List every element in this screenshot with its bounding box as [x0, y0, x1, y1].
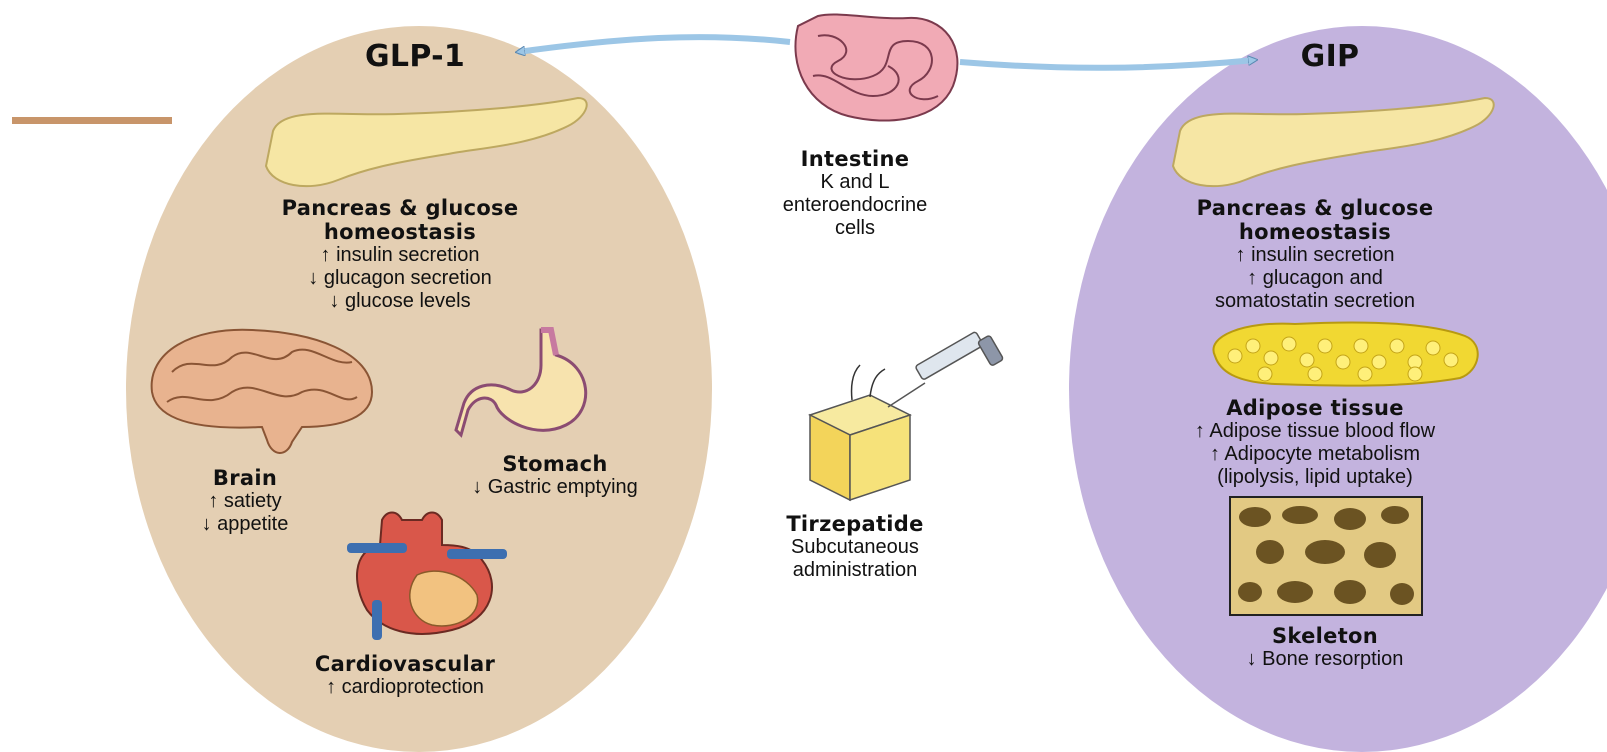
gip-adipose-line: (lipolysis, lipid uptake)	[1120, 466, 1510, 489]
gip-skeleton-title: Skeleton	[1200, 624, 1450, 648]
glp1-cardio-line: ↑ cardioprotection	[270, 676, 540, 699]
glp1-stomach-label: Stomach ↓ Gastric emptying	[430, 452, 680, 499]
gip-pancreas-title: Pancreas & glucose	[1110, 196, 1520, 220]
stomach-icon	[456, 325, 606, 455]
gip-skeleton-label: Skeleton ↓ Bone resorption	[1200, 624, 1450, 671]
glp1-pancreas-line: ↑ insulin secretion	[200, 244, 600, 267]
glp1-stomach-title: Stomach	[430, 452, 680, 476]
intestine-line: enteroendocrine	[740, 194, 970, 217]
heart-icon	[342, 505, 512, 645]
adipose-icon	[1195, 316, 1485, 391]
bone-icon	[1230, 497, 1422, 615]
gip-adipose-line: ↑ Adipocyte metabolism	[1120, 443, 1510, 466]
arrow-to-gip	[960, 60, 1255, 68]
glp1-brain-title: Brain	[160, 466, 330, 490]
glp1-pancreas-line: ↓ glucagon secretion	[200, 267, 600, 290]
gip-title: GIP	[1270, 40, 1390, 74]
glp1-pancreas-label: Pancreas & glucose homeostasis ↑ insulin…	[200, 196, 600, 313]
gip-adipose-title: Adipose tissue	[1120, 396, 1510, 420]
gip-adipose-label: Adipose tissue ↑ Adipose tissue blood fl…	[1120, 396, 1510, 489]
glp1-title: GLP-1	[340, 40, 490, 74]
accent-line	[12, 117, 172, 124]
gip-pancreas-line: somatostatin secretion	[1110, 290, 1520, 313]
gip-pancreas-line: ↑ insulin secretion	[1110, 244, 1520, 267]
intestine-label: Intestine K and L enteroendocrine cells	[740, 147, 970, 240]
gip-adipose-line: ↑ Adipose tissue blood flow	[1120, 420, 1510, 443]
tirzepatide-label: Tirzepatide Subcutaneous administration	[740, 512, 970, 582]
glp1-cardio-title: Cardiovascular	[270, 652, 540, 676]
tirzepatide-title: Tirzepatide	[740, 512, 970, 536]
glp1-pancreas-title: Pancreas & glucose	[200, 196, 600, 220]
gip-skeleton-line: ↓ Bone resorption	[1200, 648, 1450, 671]
glp1-brain-label: Brain ↑ satiety ↓ appetite	[160, 466, 330, 536]
tirzepatide-line: administration	[740, 559, 970, 582]
intestine-line: K and L	[740, 171, 970, 194]
tirzepatide-line: Subcutaneous	[740, 536, 970, 559]
gip-pancreas-title: homeostasis	[1110, 220, 1520, 244]
glp1-pancreas-line: ↓ glucose levels	[200, 290, 600, 313]
pancreas-icon	[258, 96, 598, 196]
glp1-stomach-line: ↓ Gastric emptying	[430, 476, 680, 499]
gip-pancreas-label: Pancreas & glucose homeostasis ↑ insulin…	[1110, 196, 1520, 313]
intestine-line: cells	[740, 217, 970, 240]
intestine-title: Intestine	[740, 147, 970, 171]
pancreas-icon	[1165, 96, 1505, 196]
glp1-brain-line: ↑ satiety	[160, 490, 330, 513]
glp1-cardio-label: Cardiovascular ↑ cardioprotection	[270, 652, 540, 699]
brain-icon	[142, 322, 382, 462]
arrow-to-glp1	[518, 37, 790, 52]
glp1-brain-line: ↓ appetite	[160, 513, 330, 536]
gip-pancreas-line: ↑ glucagon and	[1110, 267, 1520, 290]
glp1-pancreas-title: homeostasis	[200, 220, 600, 244]
intestine-icon	[778, 6, 978, 136]
syringe-icon	[790, 335, 1020, 495]
